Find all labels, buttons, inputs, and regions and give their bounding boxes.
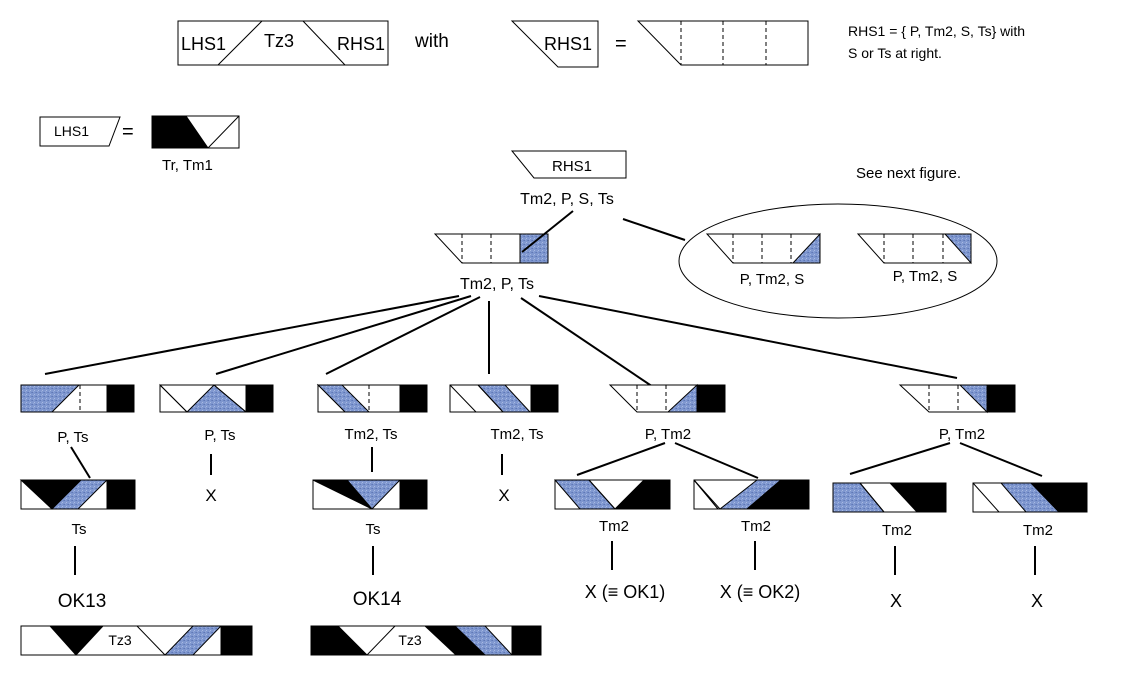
legend-with-text: with (414, 31, 449, 52)
level2-tile-6 (898, 384, 1016, 414)
level2-label-3: Tm2, Ts (344, 426, 397, 443)
legend-rhs1-expanded (636, 20, 809, 66)
lhs1-equals-sign: = (122, 121, 134, 143)
level2-tile-5 (608, 383, 726, 413)
legend-equals-sign: = (615, 33, 627, 55)
see-next-figure-text: See next figure. (856, 165, 961, 182)
legend-tile-lhs1-tz3-rhs1 (177, 20, 389, 66)
level3-label-6: Tm2 (741, 518, 771, 535)
ellipse-tile-right (856, 233, 972, 265)
level3-tile-4 (693, 479, 810, 510)
level2-tile-4 (449, 384, 559, 413)
ok13-label: OK13 (58, 591, 107, 612)
level3-tile-6 (972, 482, 1088, 513)
tz3-tiling-ok13 (20, 625, 253, 656)
x-ok2-label: X (≡ OK2) (720, 582, 801, 602)
x-label-final-5: X (890, 591, 902, 611)
lhs1-tile (151, 115, 240, 149)
lhs1-box-text: LHS1 (54, 123, 89, 139)
level2-label-5: P, Tm2 (645, 426, 691, 443)
ellipse-left-label: P, Tm2, S (740, 271, 804, 288)
level3-label-3: Ts (366, 521, 381, 538)
level3-label-1: Ts (72, 521, 87, 538)
legend-lhs1-text: LHS1 (181, 34, 226, 54)
tz3-tiling-ok14 (310, 625, 542, 656)
x-label-final-6: X (1031, 591, 1043, 611)
x-ok1-label: X (≡ OK1) (585, 582, 666, 602)
legend-rhs1-box (510, 20, 599, 68)
legend-rhs1-text: RHS1 (337, 34, 385, 54)
root-box-text: RHS1 (552, 158, 592, 175)
level2-tile-3 (316, 383, 428, 413)
level3-label-2: X (205, 486, 216, 505)
tz3-label-ok14: Tz3 (398, 632, 422, 648)
level2-label-4: Tm2, Ts (490, 426, 543, 443)
rhs1-definition-line1: RHS1 = { P, Tm2, S, Ts} with (848, 23, 1025, 39)
ok14-label: OK14 (353, 589, 402, 610)
rhs1-definition-line2: S or Ts at right. (848, 45, 942, 61)
see-next-ellipse (678, 203, 998, 319)
level2-label-1: P, Ts (57, 429, 88, 446)
level3-label-7: Tm2 (882, 522, 912, 539)
level2-label-2: P, Ts (204, 427, 235, 444)
lhs1-box (39, 116, 121, 147)
level3-label-4: X (498, 486, 509, 505)
level3-tile-5 (832, 482, 947, 513)
level2-tile-1 (20, 384, 135, 413)
lhs1-types-label: Tr, Tm1 (162, 157, 213, 174)
level3-label-8: Tm2 (1023, 522, 1053, 539)
root-rhs1-box (510, 150, 627, 179)
ellipse-tile-left (705, 232, 821, 264)
level1-label: Tm2, P, Ts (460, 276, 534, 293)
level2-tile-2 (159, 383, 274, 413)
level1-tile (433, 233, 549, 264)
root-types-label: Tm2, P, S, Ts (520, 191, 614, 208)
level3-label-5: Tm2 (599, 518, 629, 535)
ellipse-right-label: P, Tm2, S (893, 268, 957, 285)
legend-rhs1-box-text: RHS1 (544, 34, 592, 54)
level3-tile-1 (19, 479, 136, 510)
tree-edges (44, 210, 1043, 575)
tz3-label-ok13: Tz3 (108, 632, 132, 648)
level2-label-6: P, Tm2 (939, 426, 985, 443)
level3-tile-3 (553, 479, 671, 510)
legend-tz3-text: Tz3 (264, 31, 294, 51)
level3-tile-2 (312, 479, 428, 510)
